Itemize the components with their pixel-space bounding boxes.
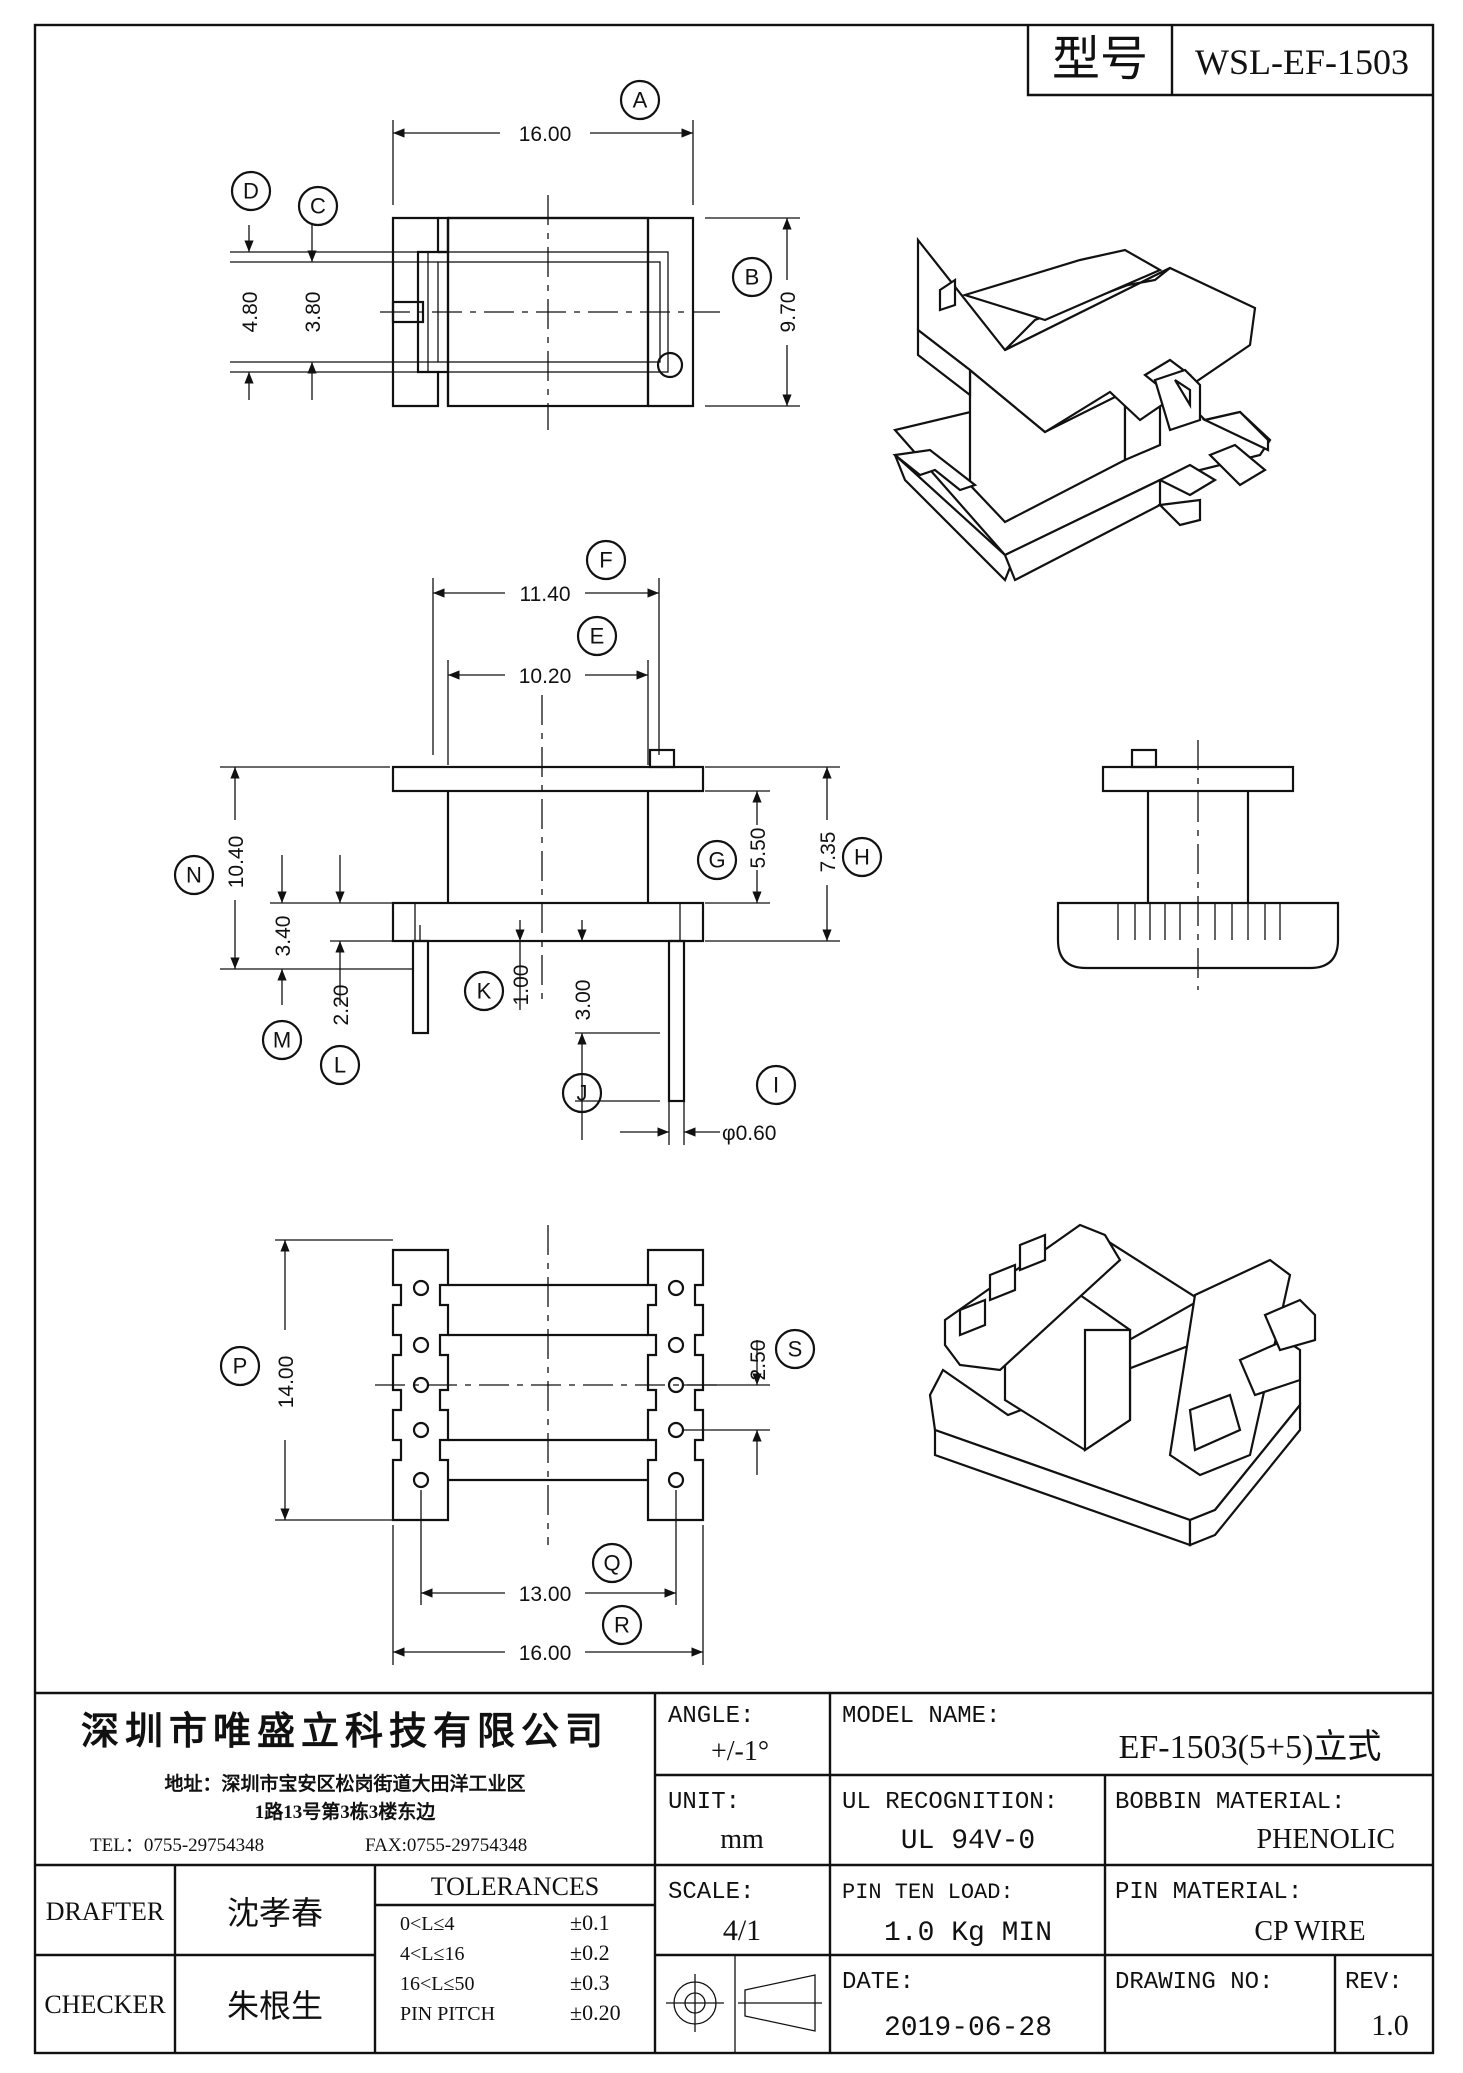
angle-label: ANGLE: xyxy=(668,1703,754,1730)
dim-a-value: 16.00 xyxy=(519,123,572,146)
unit-value: mm xyxy=(720,1824,764,1855)
bottom-view: 14.00 2.50 13.00 16.00 xyxy=(275,1225,770,1665)
callout-i: I xyxy=(773,1073,779,1098)
dim-h-value: 7.35 xyxy=(817,832,840,873)
company-fax: FAX:0755-29754348 xyxy=(365,1835,527,1856)
checker-label: CHECKER xyxy=(44,1990,166,2019)
dim-d-value: 4.80 xyxy=(239,292,262,333)
callout-j: J xyxy=(577,1081,588,1106)
drafter-name: 沈孝春 xyxy=(227,1895,323,1931)
dim-s-value: 2.50 xyxy=(747,1340,770,1381)
callout-h: H xyxy=(854,845,870,870)
dim-j-value: 3.00 xyxy=(572,980,595,1021)
checker-name: 朱根生 xyxy=(227,1988,323,2024)
dim-b-value: 9.70 xyxy=(777,292,800,333)
ul-recognition-value: UL 94V-0 xyxy=(901,1826,1035,1857)
callout-f: F xyxy=(599,548,612,573)
side-view xyxy=(1056,740,1340,990)
company-address-line1: 地址：深圳市宝安区松岗街道大田洋工业区 xyxy=(164,1772,525,1795)
projection-symbol-icon xyxy=(666,1974,822,2032)
callout-l: L xyxy=(334,1053,346,1078)
model-name-value: EF-1503(5+5)立式 xyxy=(1119,1728,1382,1766)
callout-k: K xyxy=(477,979,492,1004)
tolerance-value-2: ±0.2 xyxy=(570,1940,610,1965)
dim-c-value: 3.80 xyxy=(302,292,325,333)
isometric-view-top xyxy=(892,236,1272,582)
company-address-line2: 1路13号第3栋3楼东边 xyxy=(255,1800,437,1823)
model-header-label: 型号 xyxy=(1052,33,1148,86)
pin-material-value: CP WIRE xyxy=(1254,1916,1365,1947)
bobbin-material-label: BOBBIN MATERIAL: xyxy=(1115,1789,1345,1816)
ul-recognition-label: UL RECOGNITION: xyxy=(842,1789,1058,1816)
callout-s: S xyxy=(788,1337,803,1362)
company-name: 深圳市唯盛立科技有限公司 xyxy=(81,1711,609,1753)
callout-b: B xyxy=(745,265,760,290)
drawing-border xyxy=(33,23,1435,2055)
tolerance-range-1: 0<L≤4 xyxy=(400,1913,454,1935)
unit-label: UNIT: xyxy=(668,1789,740,1816)
dim-r-value: 16.00 xyxy=(519,1642,572,1665)
date-label: DATE: xyxy=(842,1969,914,1996)
callout-a: A xyxy=(633,88,648,113)
dim-q-value: 13.00 xyxy=(519,1583,572,1606)
bobbin-material-value: PHENOLIC xyxy=(1257,1824,1395,1855)
callout-e: E xyxy=(590,624,605,649)
company-tel: TEL：0755-29754348 xyxy=(90,1835,264,1856)
dim-n-value: 10.40 xyxy=(225,836,248,889)
rev-label: REV: xyxy=(1345,1969,1403,1996)
pin-material-label: PIN MATERIAL: xyxy=(1115,1879,1302,1906)
scale-value: 4/1 xyxy=(723,1914,761,1947)
dim-f-value: 11.40 xyxy=(520,583,571,606)
model-header-value: WSL-EF-1503 xyxy=(1195,42,1409,82)
angle-value: +/-1° xyxy=(711,1736,769,1767)
dim-m-value: 3.40 xyxy=(272,916,295,957)
dim-g-value: 5.50 xyxy=(747,828,770,869)
callouts: A B C D E F G H I J K L M N P Q R S xyxy=(173,79,883,1646)
pin-ten-load-value: 1.0 Kg MIN xyxy=(884,1918,1052,1949)
drafter-label: DRAFTER xyxy=(46,1897,165,1926)
tolerance-range-4: PIN PITCH xyxy=(400,2003,495,2025)
rev-value: 1.0 xyxy=(1371,2009,1409,2042)
date-value: 2019-06-28 xyxy=(884,2013,1052,2044)
title-block: 深圳市唯盛立科技有限公司 地址：深圳市宝安区松岗街道大田洋工业区 1路13号第3… xyxy=(35,1691,1433,2053)
tolerance-value-1: ±0.1 xyxy=(570,1910,610,1935)
scale-label: SCALE: xyxy=(668,1879,754,1906)
callout-d: D xyxy=(243,179,259,204)
callout-g: G xyxy=(708,848,725,873)
callout-c: C xyxy=(310,194,326,219)
tolerance-value-4: ±0.20 xyxy=(570,2000,621,2025)
tolerance-value-3: ±0.3 xyxy=(570,1970,610,1995)
tolerance-range-2: 4<L≤16 xyxy=(400,1943,464,1965)
front-view: 11.40 10.20 5.50 7.35 10.40 3.40 2.2 xyxy=(220,578,840,1145)
callout-q: Q xyxy=(603,1551,620,1576)
model-name-label: MODEL NAME: xyxy=(842,1703,1000,1730)
tolerances-label: TOLERANCES xyxy=(431,1872,600,1901)
dim-p-value: 14.00 xyxy=(275,1356,298,1409)
dim-e-value: 10.20 xyxy=(519,665,572,688)
callout-p: P xyxy=(233,1354,248,1379)
drawing-no-label: DRAWING NO: xyxy=(1115,1969,1273,1996)
callout-m: M xyxy=(273,1028,291,1053)
callout-r: R xyxy=(614,1613,630,1638)
dim-k-value: 1.00 xyxy=(510,965,533,1006)
model-header-box: 型号 WSL-EF-1503 xyxy=(1026,25,1433,97)
callout-n: N xyxy=(186,863,202,888)
tolerance-range-3: 16<L≤50 xyxy=(400,1973,474,1995)
dim-i-value: φ0.60 xyxy=(722,1122,777,1145)
dim-l-value: 2.20 xyxy=(330,985,353,1026)
pin-ten-load-label: PIN TEN LOAD: xyxy=(842,1880,1014,1905)
top-view: 16.00 9.70 4.80 3.80 xyxy=(230,120,800,430)
isometric-view-bottom xyxy=(928,1223,1317,1547)
